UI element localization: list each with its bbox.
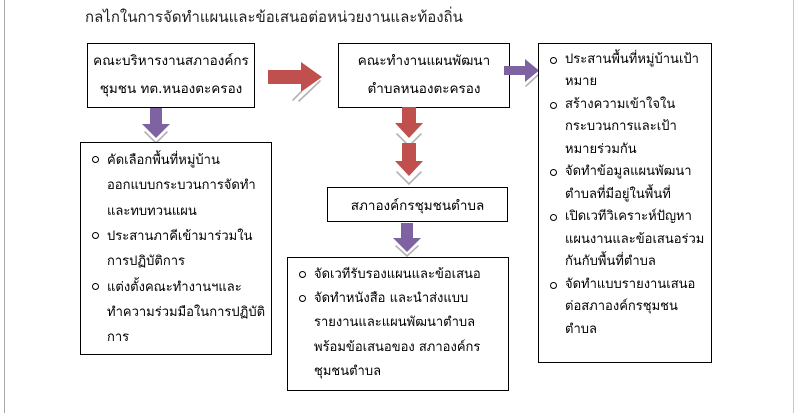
box-working-group-line1: คณะทำงานแผนพัฒนา [357,52,491,69]
arrow-right-working-to-tasks-icon [504,58,542,88]
executive-tasks-list: คัดเลือกพื้นที่หมู่บ้านออกแบบกระบวนการจั… [81,143,271,351]
box-working-group-tasks: ประสานพื้นที่หมู่บ้านเป้าหมาย สร้างความเ… [538,43,712,363]
box-council: สภาองค์กรชุมชนตำบล [327,187,508,222]
box-executive-committee: คณะบริหารงานสภาองค์กร ชุมชน ทต.หนองตะครอ… [87,43,255,108]
task-text: สร้างความเข้าใจในกระบวนการและเป้าหมายร่ว… [565,96,677,157]
box-executive-line1: คณะบริหารงานสภาองค์กร [93,52,249,69]
working-group-tasks-list: ประสานพื้นที่หมู่บ้านเป้าหมาย สร้างความเ… [539,44,711,341]
box-executive-line2: ชุมชน ทต.หนองตะครอง [99,80,243,97]
task-text: คัดเลือกพื้นที่หมู่บ้านออกแบบกระบวนการจั… [107,153,256,219]
list-item: สร้างความเข้าใจในกระบวนการและเป้าหมายร่ว… [548,94,706,161]
task-text: ประสานภาคีเข้ามาร่วมในการปฏิบัติการ [107,229,253,270]
task-text: จัดทำข้อมูลแผนพัฒนาตำบลที่มีอยู่ในพื้นที… [565,164,692,202]
list-item: เปิดเวทีวิเคราะห์ปัญหาแผนงานและข้อเสนอร่… [548,206,706,273]
list-item: จัดทำแบบรายงานเสนอต่อสภาองค์กรชุมชนตำบล [548,274,706,341]
task-text: ประสานพื้นที่หมู่บ้านเป้าหมาย [565,52,699,90]
arrow-right-executive-to-working-icon [268,61,326,103]
list-item: คัดเลือกพื้นที่หมู่บ้านออกแบบกระบวนการจั… [90,148,266,224]
task-text: จัดเวทีรับรองแผนและข้อเสนอ [314,267,481,282]
arrow-down-working-to-council-2-icon [394,143,424,186]
task-text: แต่งตั้งคณะทำงานฯและทำความร่วมมือในการปฏ… [107,279,266,346]
box-working-group: คณะทำงานแผนพัฒนา ตำบลหนองตะครอง [338,43,510,108]
list-item: จัดทำข้อมูลแผนพัฒนาตำบลที่มีอยู่ในพื้นที… [548,161,706,206]
box-working-group-line2: ตำบลหนองตะครอง [367,80,481,97]
page-edge-right [793,0,794,413]
box-council-tasks: จัดเวทีรับรองแผนและข้อเสนอ จัดทำหนังสือ … [287,257,509,391]
list-item: แต่งตั้งคณะทำงานฯและทำความร่วมมือในการปฏ… [90,275,266,351]
arrow-down-working-to-council-1-icon [394,107,424,148]
arrow-down-executive-to-tasks-icon [141,108,171,145]
council-tasks-list: จัดเวทีรับรองแผนและข้อเสนอ จัดทำหนังสือ … [288,258,508,384]
box-executive-tasks: คัดเลือกพื้นที่หมู่บ้านออกแบบกระบวนการจั… [80,142,272,355]
box-council-label: สภาองค์กรชุมชนตำบล [350,197,485,214]
task-text: จัดทำหนังสือ และนำส่งแบบรายงานและแผนพัฒน… [314,291,481,379]
page-title: กลไกในการจัดทำแผนและข้อเสนอต่อหน่วยงานแล… [85,8,463,26]
task-text: จัดทำแบบรายงานเสนอต่อสภาองค์กรชุมชนตำบล [565,276,696,337]
list-item: ประสานพื้นที่หมู่บ้านเป้าหมาย [548,49,706,94]
task-text: เปิดเวทีวิเคราะห์ปัญหาแผนงานและข้อเสนอร่… [565,209,705,270]
list-item: ประสานภาคีเข้ามาร่วมในการปฏิบัติการ [90,224,266,275]
arrow-down-council-to-tasks-icon [392,223,422,258]
list-item: จัดทำหนังสือ และนำส่งแบบรายงานและแผนพัฒน… [297,287,503,384]
list-item: จัดเวทีรับรองแผนและข้อเสนอ [297,263,503,287]
page-edge-left [4,0,5,413]
